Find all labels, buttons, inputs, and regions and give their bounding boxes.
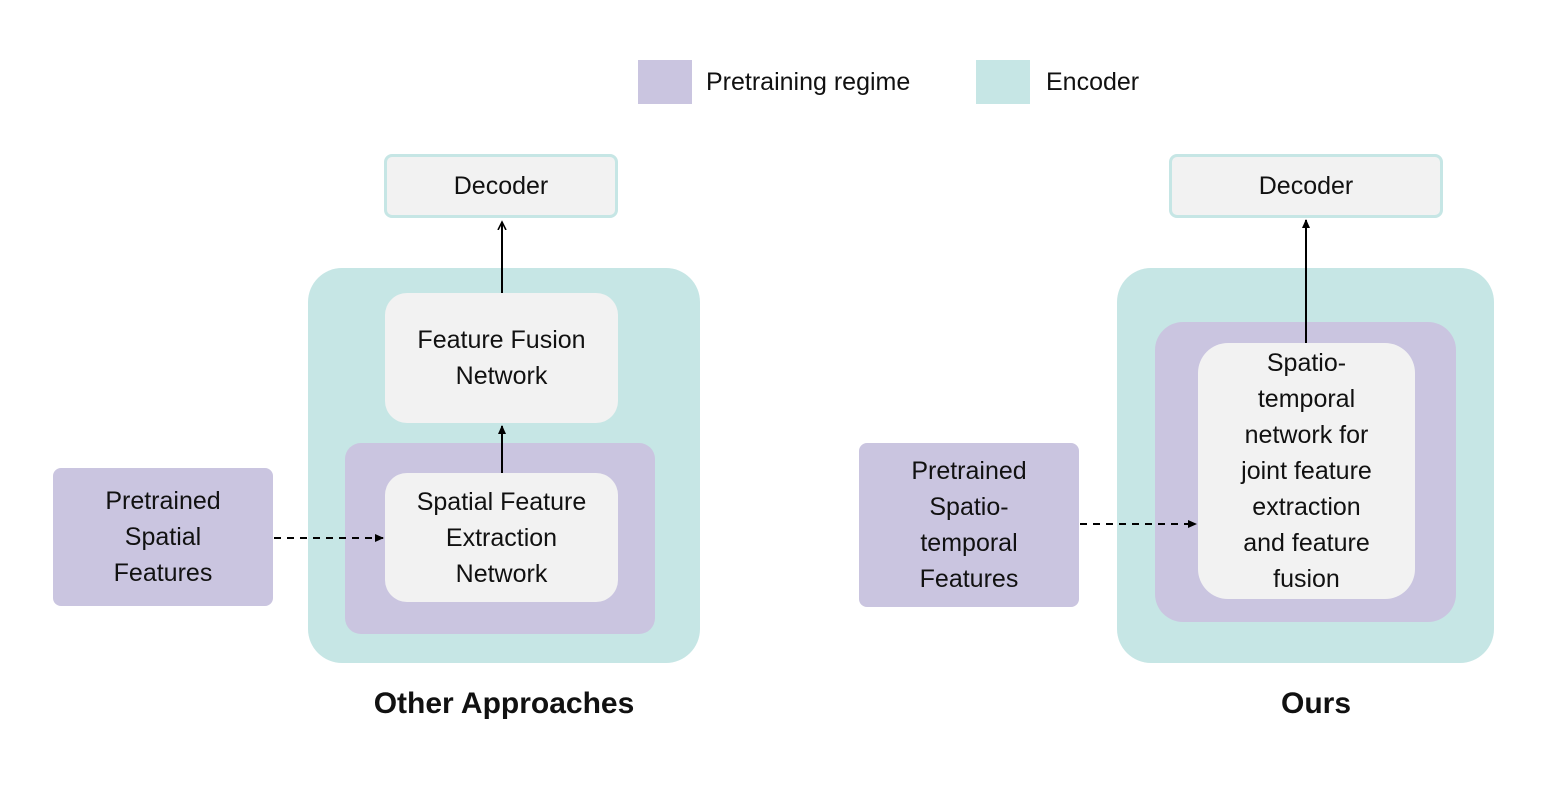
legend-swatch-pretraining	[638, 60, 692, 104]
right-pretrained-features-box: Pretrained Spatio- temporal Features	[859, 443, 1079, 607]
legend-label-encoder: Encoder	[1046, 68, 1140, 96]
right-decoder-box: Decoder	[1169, 154, 1443, 218]
legend-swatch-encoder	[976, 60, 1030, 104]
left-decoder-box: Decoder	[384, 154, 618, 218]
left-caption: Other Approaches	[373, 687, 635, 720]
left-feature-fusion-box: Feature Fusion Network	[385, 293, 618, 423]
left-pretrained-features-box: Pretrained Spatial Features	[53, 468, 273, 606]
right-spatiotemporal-network-box: Spatio- temporal network for joint featu…	[1198, 343, 1415, 599]
left-spatial-extraction-box: Spatial Feature Extraction Network	[385, 473, 618, 602]
legend-label-pretraining: Pretraining regime	[706, 68, 911, 96]
right-caption: Ours	[1280, 687, 1352, 720]
